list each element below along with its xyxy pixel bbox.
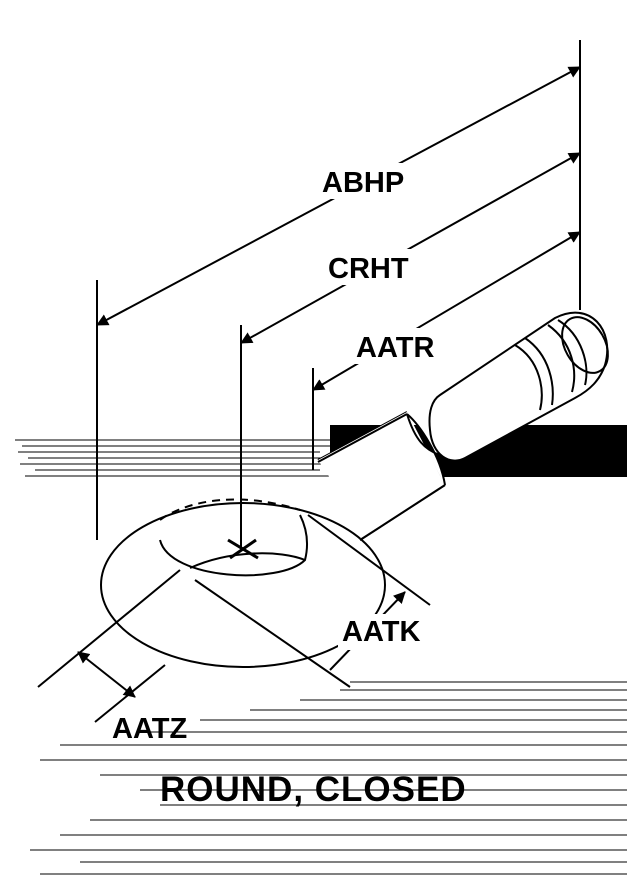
label-crht: CRHT <box>328 253 409 285</box>
dim-aatz-line <box>77 651 136 698</box>
scan-streaks <box>15 439 627 875</box>
label-aatz: AATZ <box>112 713 187 745</box>
caption: ROUND, CLOSED <box>160 770 467 809</box>
label-aatk: AATK <box>342 616 420 648</box>
label-aatr: AATR <box>356 332 434 364</box>
label-abhp: ABHP <box>322 167 404 199</box>
center-mark <box>227 538 259 560</box>
